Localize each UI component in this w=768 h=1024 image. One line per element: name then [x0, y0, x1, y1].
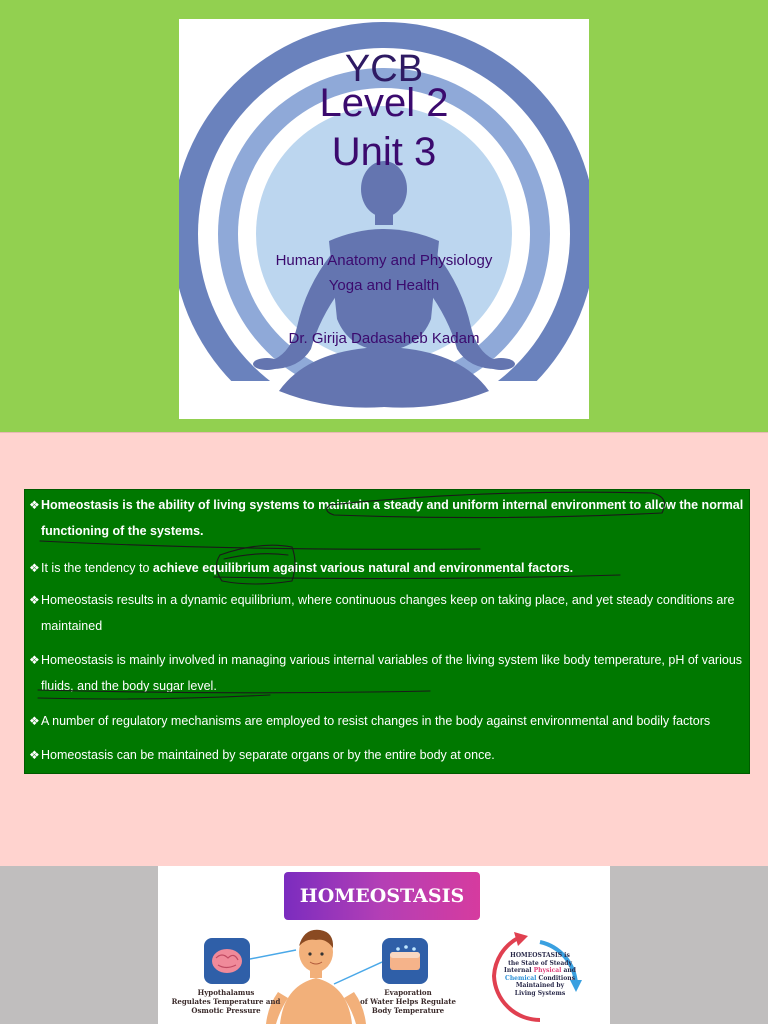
meditation-illustration — [179, 22, 589, 419]
bullet-diamond-icon: ❖ — [29, 561, 40, 575]
infographic-card: HOMEOSTASIS — [158, 866, 610, 1024]
evaporation-label: Evaporation of Water Helps Regulate Body… — [360, 988, 456, 1015]
bullet-diamond-icon: ❖ — [29, 593, 40, 607]
slide-homeostasis-infographic: HOMEOSTASIS — [0, 866, 768, 1024]
infographic-art — [204, 929, 582, 1024]
homeostasis-banner: HOMEOSTASIS — [284, 872, 480, 920]
bullet-diamond-icon: ❖ — [29, 653, 40, 667]
bullet-item: ❖ Homeostasis is the ability of living s… — [29, 492, 745, 544]
title-card: YCB Level 2 Unit 3 Human Anatomy and Phy… — [179, 19, 589, 419]
homeostasis-cycle-text: HOMEOSTASIS is the State of Steady Inter… — [504, 952, 576, 997]
bullet-diamond-icon: ❖ — [29, 714, 40, 728]
bullet-item: ❖ It is the tendency to achieve equilibr… — [29, 555, 745, 581]
bullet-item: ❖ Homeostasis is mainly involved in mana… — [29, 647, 745, 699]
bullet-diamond-icon: ❖ — [29, 498, 40, 512]
author-name: Dr. Girija Dadasaheb Kadam — [288, 330, 480, 347]
ycb-label: YCB — [344, 48, 424, 90]
hypothalamus-label: Hypothalamus Regulates Temperature and O… — [171, 988, 281, 1015]
human-body-figure — [266, 929, 366, 1024]
bullet-item: ❖ Homeostasis can be maintained by separ… — [29, 742, 745, 768]
subject-line-2: Yoga and Health — [328, 277, 440, 294]
slide-homeostasis-definition: ❖ Homeostasis is the ability of living s… — [0, 432, 768, 866]
slide-title: YCB Level 2 Unit 3 Human Anatomy and Phy… — [0, 0, 768, 432]
unit-heading: Unit 3 — [331, 130, 437, 174]
meditating-figure — [253, 161, 515, 408]
subject-line-1: Human Anatomy and Physiology — [275, 252, 493, 269]
brain-icon — [212, 949, 242, 973]
cycle-arrows-icon — [491, 932, 582, 1023]
level-heading: Level 2 — [319, 81, 449, 125]
bullet-diamond-icon: ❖ — [29, 748, 40, 762]
bullet-item: ❖ Homeostasis results in a dynamic equil… — [29, 587, 745, 639]
bullet-item: ❖ A number of regulatory mechanisms are … — [29, 708, 745, 734]
definition-box: ❖ Homeostasis is the ability of living s… — [24, 489, 750, 774]
